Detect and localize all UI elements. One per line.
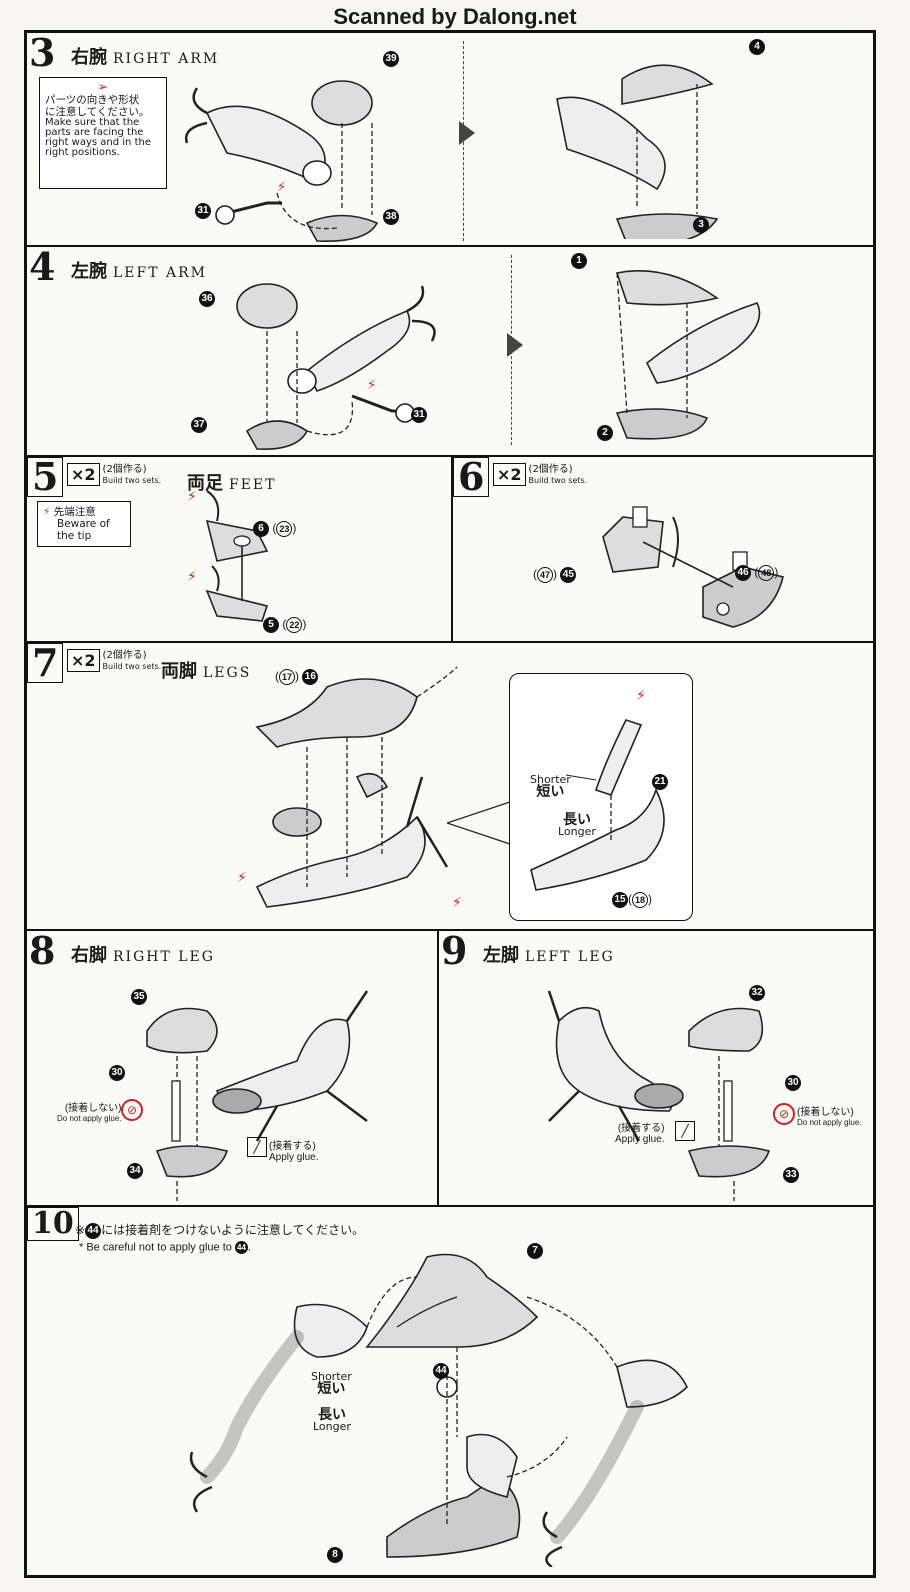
step-number: 7: [27, 643, 64, 683]
part-36-label: 36: [199, 291, 215, 307]
part-34-label: 34: [127, 1163, 143, 1179]
step6-parts-drawing: [602, 506, 784, 628]
caution-icon: ⚡: [43, 506, 51, 518]
step-number: 9: [441, 930, 468, 973]
shorter-label: Shorter 短い: [311, 1370, 352, 1397]
step-number: 8: [29, 930, 56, 973]
leg-detail-drawing: ⚡: [530, 688, 665, 891]
left-leg-drawing: [547, 990, 771, 1201]
right-leg-drawing: [146, 990, 369, 1201]
part-7-label: 7: [527, 1243, 543, 1259]
part-2-label: 2: [597, 425, 613, 441]
svg-text:⚡: ⚡: [452, 895, 462, 911]
part-39-label: 39: [383, 51, 399, 67]
part-46-48-label: 46 (48): [735, 565, 778, 581]
svg-text:⚡: ⚡: [187, 569, 197, 585]
svg-text:⚡: ⚡: [636, 688, 646, 704]
svg-text:⚡: ⚡: [367, 378, 376, 393]
feet-parts-drawing: ⚡ ⚡: [187, 489, 269, 622]
part-30-label: 30: [785, 1075, 801, 1091]
scan-header: Scanned by Dalong.net: [333, 4, 577, 29]
no-glue-label: (接着しない)Do not apply glue.: [797, 1107, 862, 1127]
step-number: 3: [29, 32, 56, 75]
part-44-label: 44: [433, 1363, 449, 1379]
step-number: 5: [27, 457, 64, 497]
apply-glue-label: (接着する)Apply glue.: [269, 1141, 319, 1163]
svg-text:⚡: ⚡: [187, 489, 197, 505]
svg-text:⚡: ⚡: [277, 180, 286, 195]
step-number: 10: [27, 1207, 79, 1241]
left-arm-assembled-drawing: [615, 270, 761, 440]
part-8-label: 8: [327, 1547, 343, 1563]
leg-detail-callout: ⚡ Shorter 短い 長い Longer 21 15(18): [509, 673, 693, 921]
orientation-note: ➢ パーツの向きや形状 に注意してください。 Make sure that th…: [39, 77, 167, 189]
build-two-badge: ×2 (2個作る)Build two sets.: [493, 463, 587, 486]
build-two-badge: ×2 (2個作る)Build two sets.: [67, 463, 161, 486]
next-arrow: [507, 333, 523, 357]
part-35-label: 35: [131, 989, 147, 1005]
part-38-label: 38: [383, 209, 399, 225]
tip-caution-note: ⚡ 先端注意 Beware of the tip: [37, 501, 131, 547]
apply-glue-label: (接着する)Apply glue.: [615, 1123, 665, 1145]
part-1-label: 1: [571, 253, 587, 269]
final-assembly-drawing: [189, 1253, 688, 1567]
build-two-badge: ×2 (2個作る)Build two sets.: [67, 649, 161, 672]
caution-icon: ➢: [97, 80, 109, 95]
glue-icon: ╱: [675, 1121, 695, 1141]
part-15-18-label: 15(18): [612, 892, 652, 908]
left-arm-parts-drawing: ⚡: [236, 283, 436, 450]
part-5-22-label: 5 (22): [263, 617, 306, 633]
glue-caution-en: * Be careful not to apply glue to 44.: [79, 1241, 252, 1254]
part-47-45-label: (47) 45: [533, 567, 577, 583]
part-4-label: 4: [749, 39, 765, 55]
part-37-label: 37: [191, 417, 207, 433]
right-arm-assembled-drawing: [556, 64, 719, 239]
part-6-23-label: 6 (23): [253, 521, 296, 537]
step-number: 6: [453, 457, 490, 497]
longer-label: 長い Longer: [313, 1407, 351, 1433]
part-21-label: 21: [652, 774, 668, 790]
legs-assembly-drawing: ⚡ ⚡: [237, 666, 462, 911]
part-30-label: 30: [109, 1065, 125, 1081]
step-number: 4: [29, 246, 56, 289]
part-31-label: 31: [195, 203, 211, 219]
glue-icon: ╱: [247, 1137, 267, 1157]
no-glue-label: (接着しない)Do not apply glue.: [57, 1103, 122, 1123]
no-glue-icon: ⊘: [773, 1103, 795, 1125]
part-3-label: 3: [693, 217, 709, 233]
step-6: 6 ×2 (2個作る)Build two sets. (47) 45 46 (4…: [452, 456, 874, 642]
part-32-label: 32: [749, 985, 765, 1001]
shorter-label: Shorter 短い: [530, 773, 571, 800]
part-31-label: 31: [411, 407, 427, 423]
right-arm-parts-drawing: ⚡: [184, 80, 379, 242]
next-arrow: [459, 121, 475, 145]
part-17-16-label: (17) 16: [275, 669, 319, 685]
no-glue-icon: ⊘: [121, 1099, 143, 1121]
svg-text:⚡: ⚡: [237, 870, 247, 886]
longer-label: 長い Longer: [558, 812, 596, 838]
part-33-label: 33: [783, 1167, 799, 1183]
